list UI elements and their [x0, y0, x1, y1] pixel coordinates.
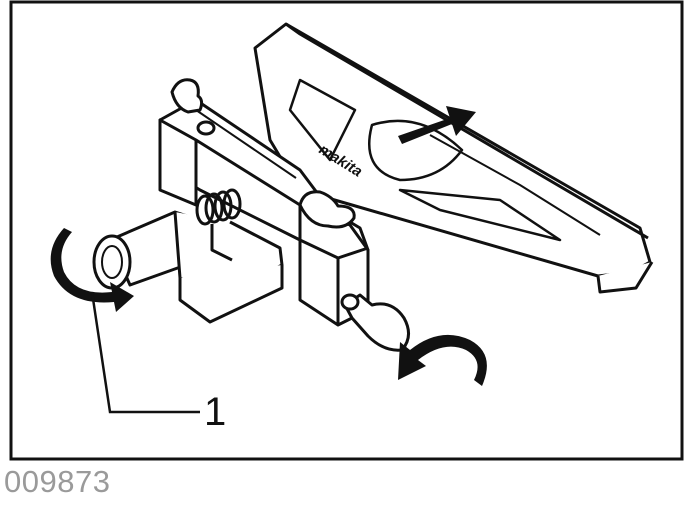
direction-arrow-icon: [398, 106, 476, 144]
figure-code: 009873: [4, 464, 111, 499]
coil-spring: [195, 188, 242, 226]
figure-frame: [9, 0, 684, 461]
wing-bolt-middle: [298, 190, 356, 229]
clamp-knob: [340, 293, 410, 352]
callout-number: 1: [204, 390, 227, 434]
clamp-assembly: [92, 210, 284, 324]
rotation-arrow-wrench-icon: [398, 334, 487, 386]
callout-leader: [90, 291, 200, 414]
wing-bolt-top: [170, 78, 216, 136]
rotation-arrow-counterclockwise-icon: [50, 228, 134, 312]
